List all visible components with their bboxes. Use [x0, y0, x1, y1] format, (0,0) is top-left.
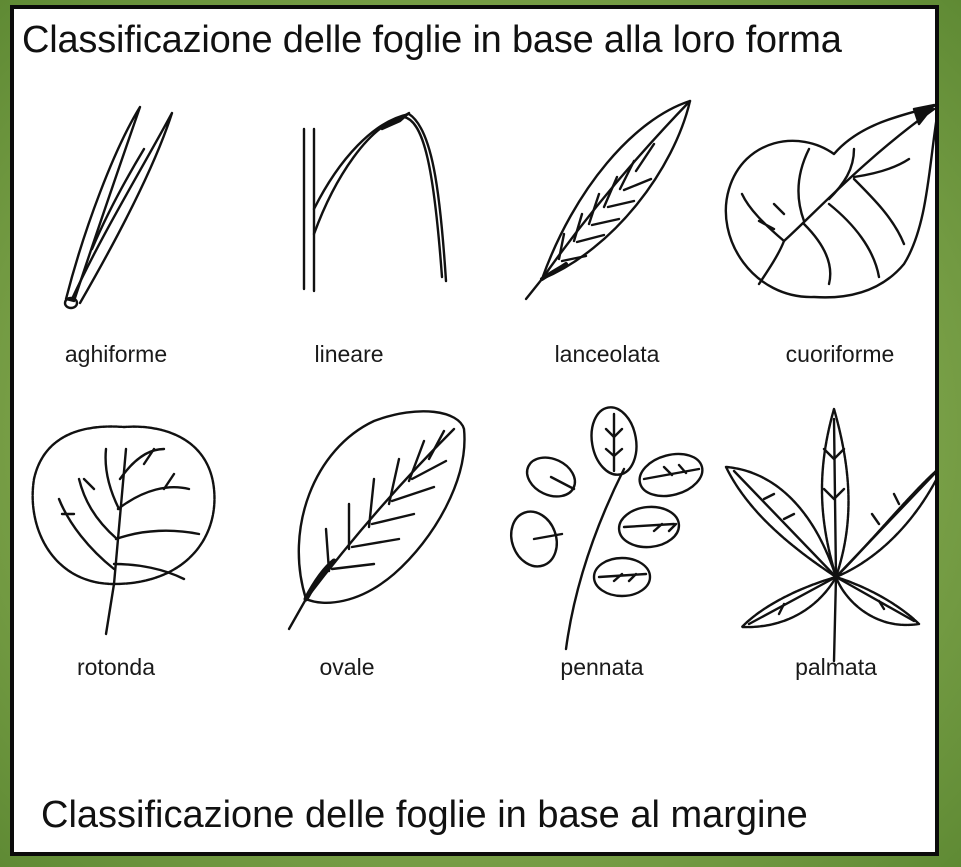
leaf-illustrations [14, 9, 935, 852]
oval-leaf-icon [289, 411, 464, 629]
leaf-label-cuoriforme: cuoriforme [740, 341, 940, 368]
leaf-label-palmata: palmata [736, 654, 936, 681]
pinnate-leaf-icon [504, 404, 707, 649]
leaf-label-rotonda: rotonda [16, 654, 216, 681]
leaf-label-lineare: lineare [249, 341, 449, 368]
lanceolate-leaf-icon [526, 101, 690, 299]
leaf-label-ovale: ovale [247, 654, 447, 681]
linear-leaf-icon [304, 113, 446, 291]
diagram-panel: Classificazione delle foglie in base all… [10, 5, 939, 856]
leaf-label-pennata: pennata [502, 654, 702, 681]
leaf-label-aghiforme: aghiforme [16, 341, 216, 368]
title-bottom: Classificazione delle foglie in base al … [41, 794, 808, 837]
needle-leaf-icon [65, 107, 172, 308]
round-leaf-icon [33, 427, 215, 634]
heart-shaped-leaf-icon [726, 104, 935, 297]
leaf-label-lanceolata: lanceolata [507, 341, 707, 368]
palmate-leaf-icon [726, 409, 935, 661]
